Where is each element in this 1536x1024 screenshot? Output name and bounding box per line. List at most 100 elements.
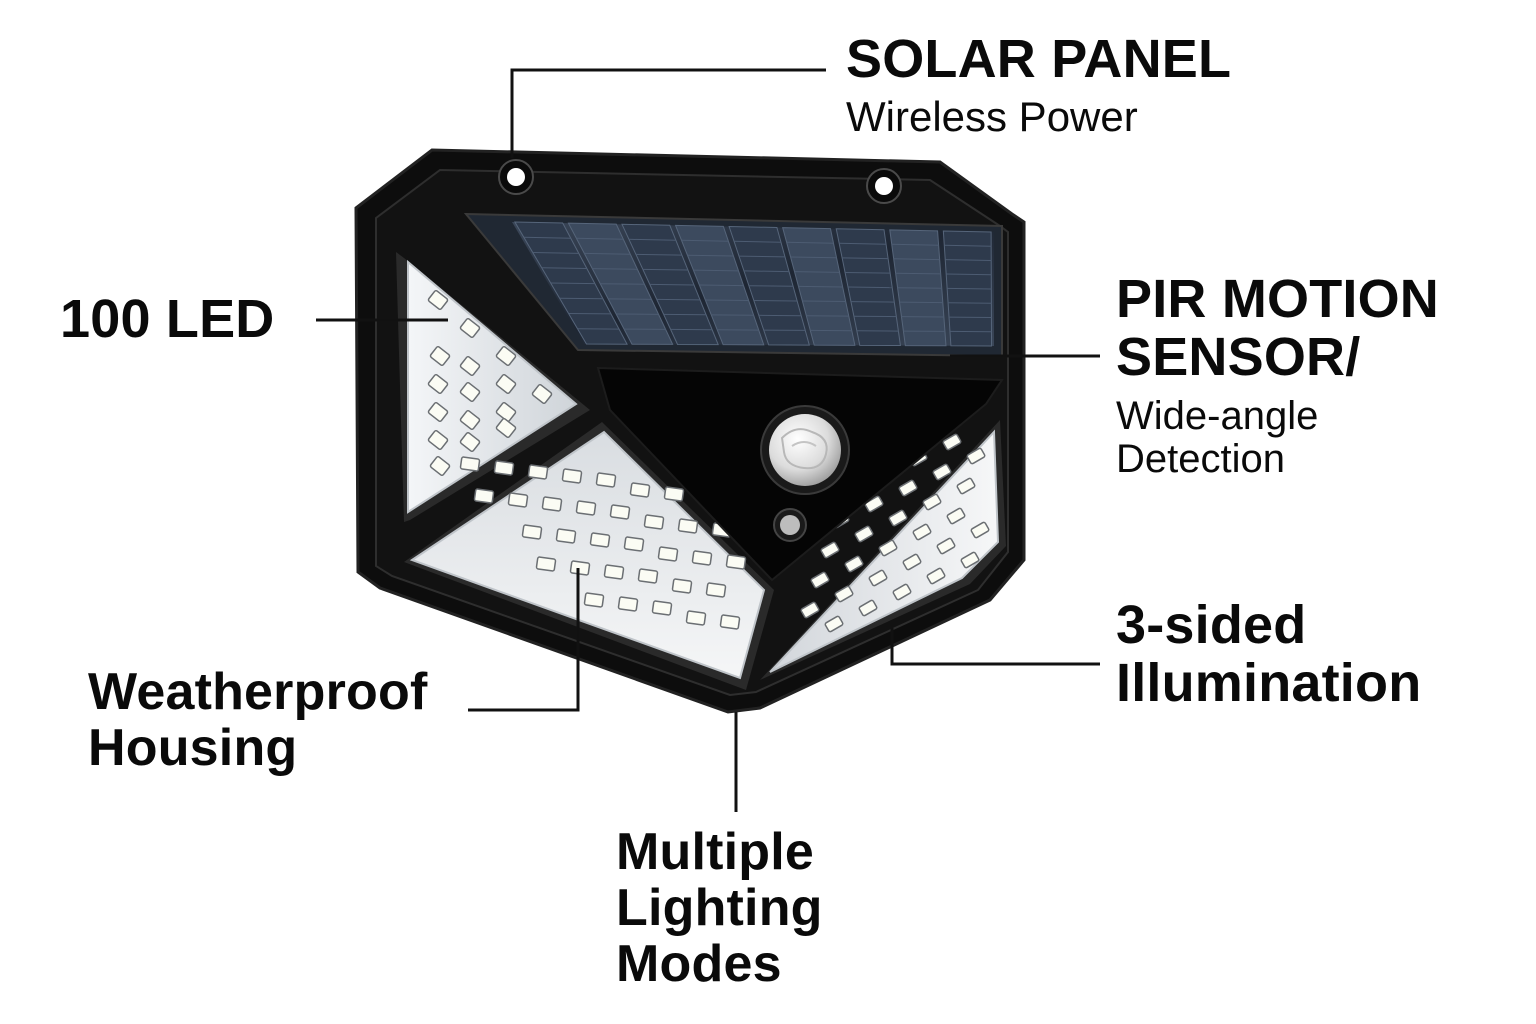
led-chip: [834, 585, 854, 603]
led-chip: [459, 356, 481, 376]
led-chip: [936, 537, 956, 555]
led-count-label: 100 LED: [60, 289, 275, 349]
solar-cell-line: [693, 269, 739, 272]
led-chip: [555, 528, 577, 544]
led-chip: [493, 460, 515, 476]
solar-cell-line: [786, 241, 834, 244]
led-chip: [429, 346, 451, 366]
leader-illumination: [890, 628, 1100, 666]
solar-cell-line: [895, 272, 941, 275]
led-chip: [878, 539, 898, 557]
led-chip: [820, 541, 840, 559]
solar-cell-line: [642, 268, 688, 271]
led-chip: [459, 382, 481, 402]
solar-cell-line: [734, 240, 781, 243]
led-chip: [800, 601, 820, 619]
solar-panel: [463, 212, 1003, 358]
led-chip: [541, 496, 563, 512]
led-chip: [898, 479, 918, 497]
led-chip: [427, 402, 449, 422]
led-chip: [858, 599, 878, 617]
pir-sensor-title-line1: PIR MOTION: [1116, 269, 1439, 329]
solar-cell-line: [523, 236, 571, 239]
led-chip: [892, 583, 912, 601]
housing-line1: Weatherproof: [88, 663, 428, 721]
led-chip: [623, 536, 645, 552]
led-chip: [888, 509, 908, 527]
led-chip: [429, 456, 451, 476]
led-chip: [922, 493, 942, 511]
pir-sensor-title-line2: SENSOR/: [1116, 327, 1361, 388]
solar-cell-line: [944, 244, 992, 247]
solar-cell-line: [635, 253, 682, 256]
modes-line1: Multiple: [616, 823, 815, 881]
led-chip: [810, 571, 830, 589]
modes-line2: Lighting: [616, 879, 823, 938]
led-array-bottom: [459, 456, 747, 630]
solar-panel-title: SOLAR PANEL: [846, 29, 1232, 89]
solar-cell-line: [839, 242, 887, 245]
solar-cell-line: [584, 252, 631, 255]
solar-panel-callout: SOLAR PANEL Wireless Power: [846, 30, 1231, 140]
solar-cell-line: [541, 267, 587, 269]
led-chip: [643, 514, 665, 530]
led-chip: [575, 500, 597, 516]
led-chip: [561, 468, 583, 484]
led-chip: [663, 486, 685, 502]
led-chip: [459, 410, 481, 430]
led-chip: [527, 464, 549, 480]
solar-panel-subtitle: Wireless Power: [846, 93, 1138, 141]
illumination-line1: 3-sided: [1116, 595, 1307, 655]
solar-cell-line: [893, 258, 940, 261]
solar-cell-line: [794, 271, 840, 273]
led-chip: [495, 346, 517, 366]
solar-cell-line: [891, 243, 939, 246]
led-chip: [507, 492, 529, 508]
led-chip: [824, 615, 844, 633]
solar-cell-line: [649, 283, 694, 286]
led-chip: [531, 384, 553, 404]
solar-cell-line: [681, 239, 729, 242]
led-chip: [685, 610, 707, 626]
led-chip: [912, 523, 932, 541]
solar-cell-line: [600, 283, 645, 285]
solar-cells: [514, 221, 993, 347]
led-chip: [637, 568, 659, 584]
led-chip: [902, 553, 922, 571]
leader-lines: [316, 68, 1100, 812]
led-chip: [926, 567, 946, 585]
led-chip: [629, 482, 651, 498]
led-chip: [495, 402, 517, 422]
solar-cell-line: [550, 282, 595, 285]
led-chip: [473, 488, 495, 504]
led-chip: [854, 525, 874, 543]
solar-cell-line: [842, 257, 889, 260]
led-array-left: [427, 290, 553, 476]
pir-sensor-callout: PIR MOTION SENSOR/ Wide-angle Detection: [1116, 270, 1439, 481]
modes-line3: Modes: [616, 935, 782, 994]
led-chip: [942, 433, 962, 451]
led-chip: [966, 447, 986, 465]
leader-solar-panel: [510, 68, 826, 158]
solar-cell-line: [743, 270, 790, 273]
led-chip: [459, 432, 481, 452]
led-chip: [719, 614, 741, 630]
led-chip: [603, 564, 625, 580]
led-chip: [427, 374, 449, 394]
solar-cell-line: [897, 287, 942, 289]
solar-cell-line: [687, 254, 734, 257]
solar-cell-line: [532, 252, 579, 254]
pir-motion-sensor: [760, 405, 850, 495]
led-chip: [569, 560, 591, 576]
mounting-hole-right: [866, 168, 902, 204]
led-chip: [960, 551, 980, 569]
housing-line2: Housing: [88, 719, 298, 778]
led-chip: [725, 554, 747, 570]
led-chip: [427, 430, 449, 450]
led-chip: [671, 578, 693, 594]
led-chip: [864, 495, 884, 513]
illumination-line2: Illumination: [1116, 653, 1422, 714]
led-chip: [495, 374, 517, 394]
solar-cell-line: [748, 285, 794, 287]
